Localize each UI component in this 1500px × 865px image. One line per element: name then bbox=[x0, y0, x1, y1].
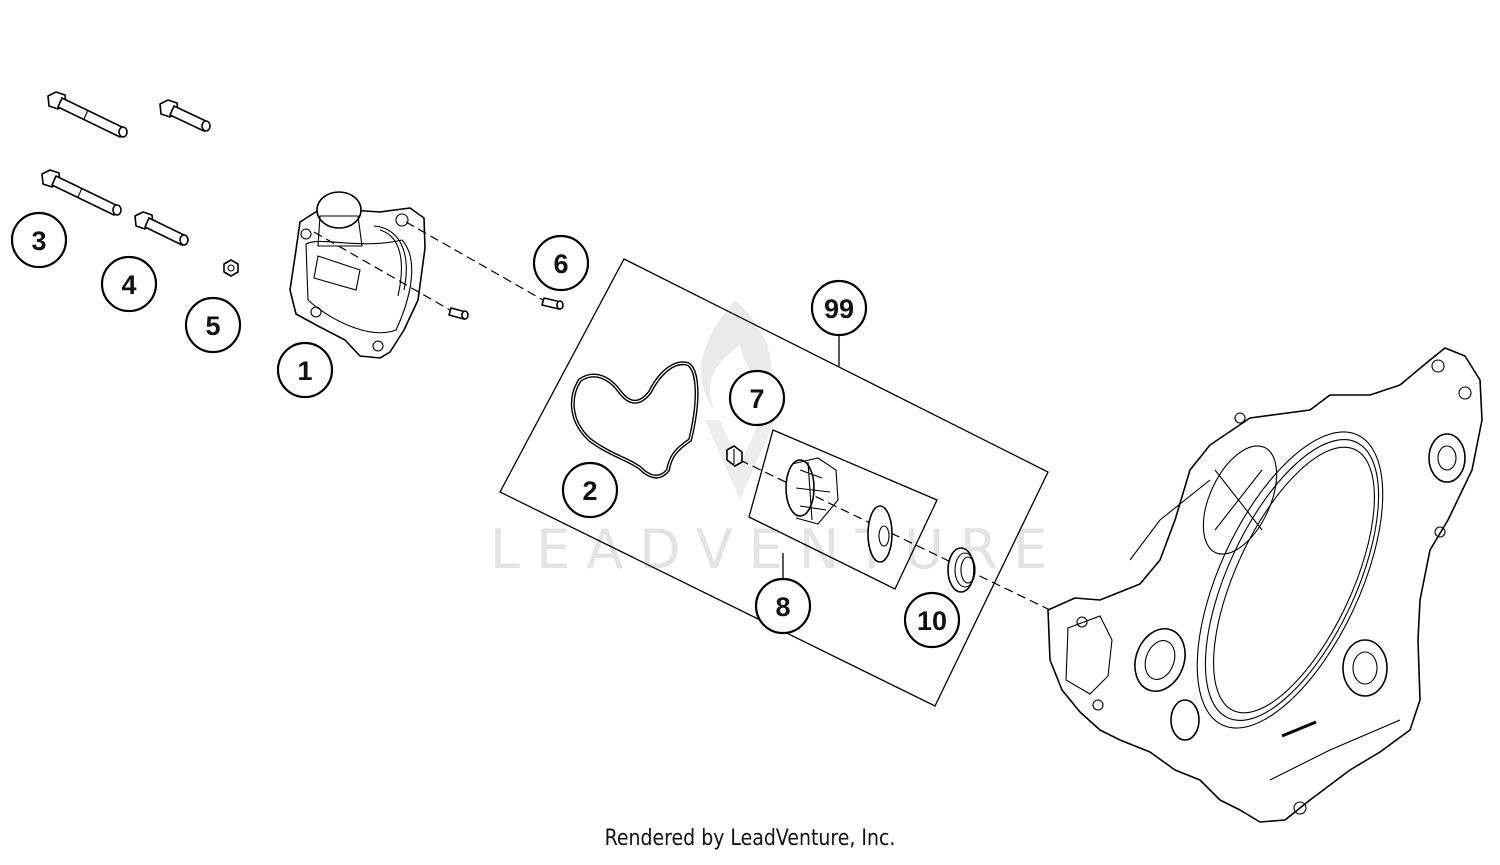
part-clutch-cover[interactable] bbox=[1047, 347, 1483, 823]
callout-5-label: 5 bbox=[205, 311, 220, 341]
kit-99-outline bbox=[499, 258, 1049, 707]
assembly-line-2 bbox=[405, 221, 544, 301]
callout-4-label: 4 bbox=[121, 270, 136, 300]
callout-2-label: 2 bbox=[582, 476, 597, 506]
callout-8-label: 8 bbox=[775, 592, 790, 622]
callout-1[interactable]: 1 bbox=[276, 341, 334, 399]
part-nut[interactable] bbox=[223, 259, 239, 277]
callout-10[interactable]: 10 bbox=[903, 591, 961, 649]
watermark-flame-icon bbox=[701, 300, 775, 500]
assembly-line-1 bbox=[313, 231, 451, 311]
callout-99[interactable]: 99 bbox=[810, 279, 868, 337]
watermark-text: LEADVENTURE bbox=[490, 518, 1063, 581]
watermark: LEADVENTURE bbox=[490, 300, 1063, 581]
callout-99-label: 99 bbox=[824, 294, 854, 324]
callout-6-label: 6 bbox=[553, 249, 568, 279]
part-gasket[interactable] bbox=[570, 361, 699, 479]
part-bolt-short-1[interactable] bbox=[159, 99, 211, 132]
callout-10-label: 10 bbox=[917, 606, 947, 636]
part-bolt-short-2[interactable] bbox=[134, 211, 189, 246]
part-shaft-seal[interactable] bbox=[947, 547, 976, 593]
callout-7-label: 7 bbox=[749, 384, 764, 414]
kit-8-outline bbox=[748, 429, 938, 590]
callout-6[interactable]: 6 bbox=[532, 234, 590, 292]
callout-3-label: 3 bbox=[31, 226, 46, 256]
footer-credit: Rendered by LeadVenture, Inc. bbox=[604, 826, 896, 851]
part-bolt-long-1[interactable] bbox=[47, 91, 128, 138]
callout-2[interactable]: 2 bbox=[561, 461, 619, 519]
part-impeller-nut[interactable] bbox=[726, 445, 743, 467]
part-bolt-long-2[interactable] bbox=[41, 169, 122, 216]
part-pump-cover[interactable] bbox=[289, 191, 426, 359]
part-dowel-pin-1[interactable] bbox=[448, 307, 469, 320]
callout-5[interactable]: 5 bbox=[184, 296, 242, 354]
callout-7[interactable]: 7 bbox=[728, 369, 786, 427]
callout-3[interactable]: 3 bbox=[10, 211, 68, 269]
callout-4[interactable]: 4 bbox=[100, 255, 158, 313]
callout-8[interactable]: 8 bbox=[754, 577, 812, 635]
part-dowel-pin-2[interactable] bbox=[541, 297, 564, 310]
part-impeller[interactable] bbox=[785, 457, 893, 563]
callout-1-label: 1 bbox=[297, 356, 312, 386]
